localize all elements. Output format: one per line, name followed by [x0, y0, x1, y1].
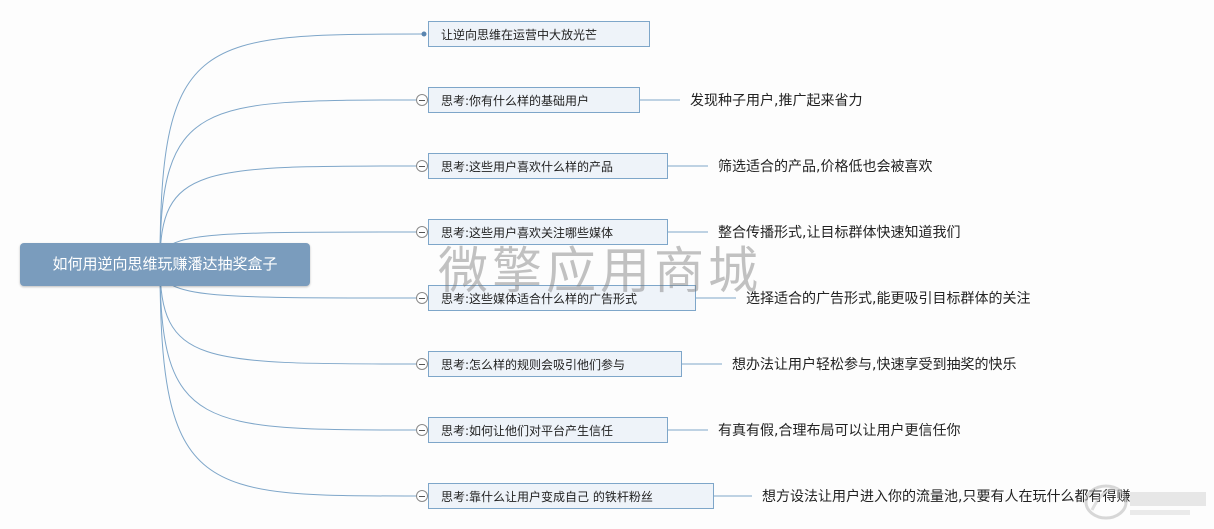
- leaf-topic[interactable]: 整合传播形式,让目标群体快速知道我们: [718, 225, 961, 241]
- leaf-topic[interactable]: 选择适合的广告形式,能更吸引目标群体的关注: [746, 291, 1031, 307]
- branch-connector: [159, 33, 425, 265]
- collapse-toggle-icon[interactable]: [416, 160, 428, 172]
- collapse-toggle-icon[interactable]: [416, 358, 428, 370]
- branch-topic[interactable]: 思考:怎么样的规则会吸引他们参与: [428, 351, 682, 377]
- branch-topic[interactable]: 让逆向思维在运营中大放光芒: [428, 21, 650, 47]
- collapse-toggle-icon[interactable]: [416, 94, 428, 106]
- branch-connector: [159, 99, 417, 265]
- branch-topic[interactable]: 思考:你有什么样的基础用户: [428, 87, 640, 113]
- collapse-toggle-icon[interactable]: [416, 226, 428, 238]
- leaf-topic[interactable]: 发现种子用户,推广起来省力: [690, 93, 863, 109]
- collapse-toggle-icon[interactable]: [416, 424, 428, 436]
- root-topic[interactable]: 如何用逆向思维玩赚潘达抽奖盒子: [20, 243, 310, 286]
- branch-topic[interactable]: 思考:这些媒体适合什么样的广告形式: [428, 285, 696, 311]
- branch-topic[interactable]: 思考:这些用户喜欢什么样的产品: [428, 153, 668, 179]
- corner-logo-watermark: [1084, 484, 1206, 520]
- branch-connector: [159, 263, 417, 497]
- watermark-text: 微擎应用商城: [438, 242, 762, 300]
- branch-connector: [159, 165, 417, 265]
- branch-dot: [421, 31, 427, 37]
- leaf-topic[interactable]: 想方设法让用户进入你的流量池,只要有人在玩什么都有得赚: [762, 489, 1131, 505]
- branch-connector: [159, 263, 417, 365]
- leaf-topic[interactable]: 筛选适合的产品,价格低也会被喜欢: [718, 159, 933, 175]
- branch-topic[interactable]: 思考:这些用户喜欢关注哪些媒体: [428, 219, 668, 245]
- collapse-toggle-icon[interactable]: [416, 292, 428, 304]
- branch-topic[interactable]: 思考:靠什么让用户变成自己 的铁杆粉丝: [428, 483, 714, 509]
- branch-topic[interactable]: 思考:如何让他们对平台产生信任: [428, 417, 668, 443]
- collapse-toggle-icon[interactable]: [416, 490, 428, 502]
- leaf-topic[interactable]: 有真有假,合理布局可以让用户更信任你: [718, 423, 961, 439]
- branch-connector: [159, 263, 417, 431]
- leaf-topic[interactable]: 想办法让用户轻松参与,快速享受到抽奖的快乐: [732, 357, 1017, 373]
